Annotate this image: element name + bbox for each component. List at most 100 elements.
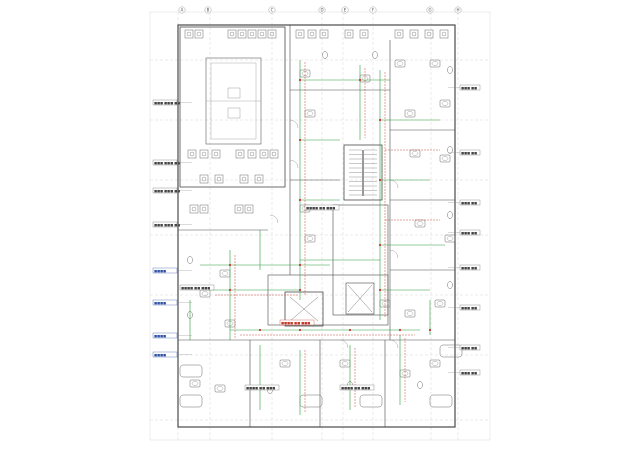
chair-seat [249,151,255,157]
chair-seat [271,151,277,157]
sink-icon [214,384,226,393]
sink-basin [416,221,424,226]
sink-icon [444,234,456,243]
tag-right: ■■■ ■■ [461,231,477,235]
bath-icon [299,394,323,408]
chair-seat [361,31,367,37]
sink-icon [409,149,421,158]
tag-left: ■■■ ■■■ ■■ [154,161,180,165]
chair-icon [244,204,254,214]
building-walls [177,24,456,428]
tag-left: ■■■■ [154,301,166,305]
grid-label: E [344,7,347,12]
chair-seat [186,31,192,37]
chair-icon [424,29,434,39]
tag-left: ■■■■ [154,269,166,273]
sink-basin [201,291,209,296]
pipe-junction [298,288,302,292]
door-swing [389,179,399,189]
tag-center: ■■■■ ■■ ■■■ [341,386,370,390]
grid-bubble [178,6,186,14]
sink-icon [414,219,426,228]
tag-right: ■■■ ■■ [461,86,477,90]
chair-seat [297,31,303,37]
pipe-junction [258,328,262,332]
grid-label: B [207,7,210,12]
tag-left: ■■■ ■■■ ■■ [154,189,180,193]
tag-right: ■■■ ■■ [461,151,477,155]
sink-icon [439,99,451,108]
tag-right: ■■■ ■■ [461,266,477,270]
chair-seat [396,31,402,37]
chair-icon [211,149,221,159]
chair-seat [441,31,447,37]
grid-bubble [426,6,434,14]
sink-icon [189,379,201,388]
pipe-junction [358,78,362,82]
sink-basin [216,386,224,391]
chair-icon [194,29,204,39]
grid-bubble [369,6,377,14]
corridor-central [267,274,389,326]
tag-left: ■■■ ■■■ ■■ [154,101,180,105]
grid-label: G [428,7,431,12]
tag-center-box [339,384,375,391]
chair-icon [247,149,257,159]
sink-icon [439,154,451,163]
tag-center-box [304,204,340,211]
pipe-junction [428,328,432,332]
stair-core [343,144,383,201]
sink-icon [304,109,316,118]
door-swing [389,249,399,259]
pipe-junction [298,263,302,267]
pipe-junction [378,118,382,122]
sink-icon [434,299,446,308]
chair-seat [241,176,247,182]
chair-seat [309,31,315,37]
chair-seat [229,31,235,37]
tag-center: ■■■■ ■■ ■■■ [306,206,335,210]
chair-seat [321,31,327,37]
bath-icon [429,394,453,408]
sink-icon [339,359,351,368]
pipe-junction [228,288,232,292]
tag-left: ■■■ ■■■ ■■ [154,223,180,227]
fixtures [179,29,463,408]
sink-basin [396,61,404,66]
pipe-junction [378,178,382,182]
chair-seat [191,206,197,212]
stair-rail [362,150,364,196]
chair-seat [249,31,255,37]
chair-seat [259,31,265,37]
door-swing [269,214,279,224]
chair-icon [234,204,244,214]
chair-icon [295,29,305,39]
chair-seat [256,176,262,182]
pipe-junction [298,328,302,332]
chair-icon [267,29,277,39]
toilet-icon [417,381,423,389]
chair-icon [239,174,249,184]
chair-icon [344,29,354,39]
pipe-tags: ■■■ ■■■ ■■ ■■■ ■■■ ■■ ■■■ ■■■ ■■ ■■■ ■■■ ■■… [152,84,481,391]
tag-right: ■■■ ■■ [461,306,477,310]
outer-wall [177,24,456,428]
toilet-icon [447,211,453,219]
chair-seat [189,151,195,157]
grid-label: A [181,7,184,12]
door-swing [289,159,299,169]
sink-basin [191,381,199,386]
sink-basin [436,301,444,306]
toilet-icon [447,66,453,74]
sink-icon [199,289,211,298]
chair-icon [187,149,197,159]
chair-seat [246,206,252,212]
chair-icon [439,29,449,39]
chair-icon [199,149,209,159]
toilet-icon [447,281,453,289]
pipe-junction [298,138,302,142]
door-swing [339,339,349,349]
sink-basin [281,361,289,366]
